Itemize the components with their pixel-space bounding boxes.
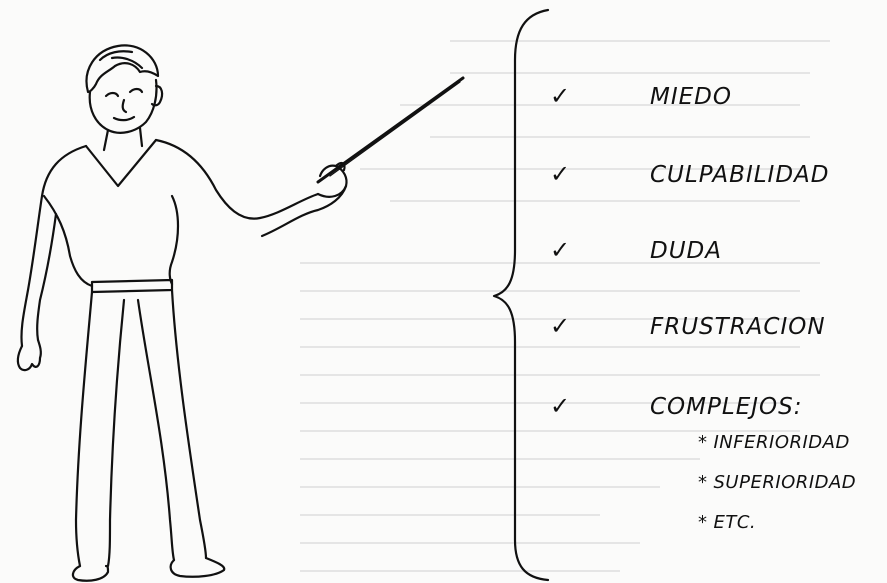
- hair: [87, 45, 158, 92]
- mouth: [114, 117, 134, 120]
- pointer-stick: [318, 78, 463, 182]
- bullet: *: [698, 472, 708, 493]
- check-icon: ✓: [550, 82, 570, 110]
- nose: [123, 100, 126, 112]
- torso-right: [156, 140, 318, 219]
- belt: [92, 280, 172, 292]
- eye-right: [130, 89, 142, 92]
- check-icon: ✓: [550, 392, 570, 420]
- subitem-etc: * ETC.: [698, 512, 756, 533]
- item-label: MIEDO: [650, 84, 732, 110]
- torso-left: [21, 146, 86, 346]
- subitem-label: SUPERIORIDAD: [714, 472, 857, 493]
- subitem-label: ETC.: [714, 512, 757, 533]
- subitem-inferioridad: * INFERIORIDAD: [698, 432, 850, 453]
- shoe-left: [73, 566, 108, 581]
- item-label: FRUSTRACION: [650, 314, 826, 340]
- item-label: COMPLEJOS:: [650, 394, 802, 420]
- v-neck: [86, 140, 156, 186]
- check-icon: ✓: [550, 160, 570, 188]
- subitem-superioridad: * SUPERIORIDAD: [698, 472, 856, 493]
- eye-left: [106, 93, 118, 96]
- leg-right: [138, 300, 174, 560]
- shoe-right: [171, 558, 225, 577]
- bullet: *: [698, 432, 708, 453]
- bullet: *: [698, 512, 708, 533]
- check-icon: ✓: [550, 312, 570, 340]
- item-label: DUDA: [650, 238, 722, 264]
- check-icon: ✓: [550, 236, 570, 264]
- item-label: CULPABILIDAD: [650, 162, 829, 188]
- curly-brace: [494, 10, 548, 580]
- subitem-label: INFERIORIDAD: [714, 432, 850, 453]
- leg-left: [76, 292, 92, 566]
